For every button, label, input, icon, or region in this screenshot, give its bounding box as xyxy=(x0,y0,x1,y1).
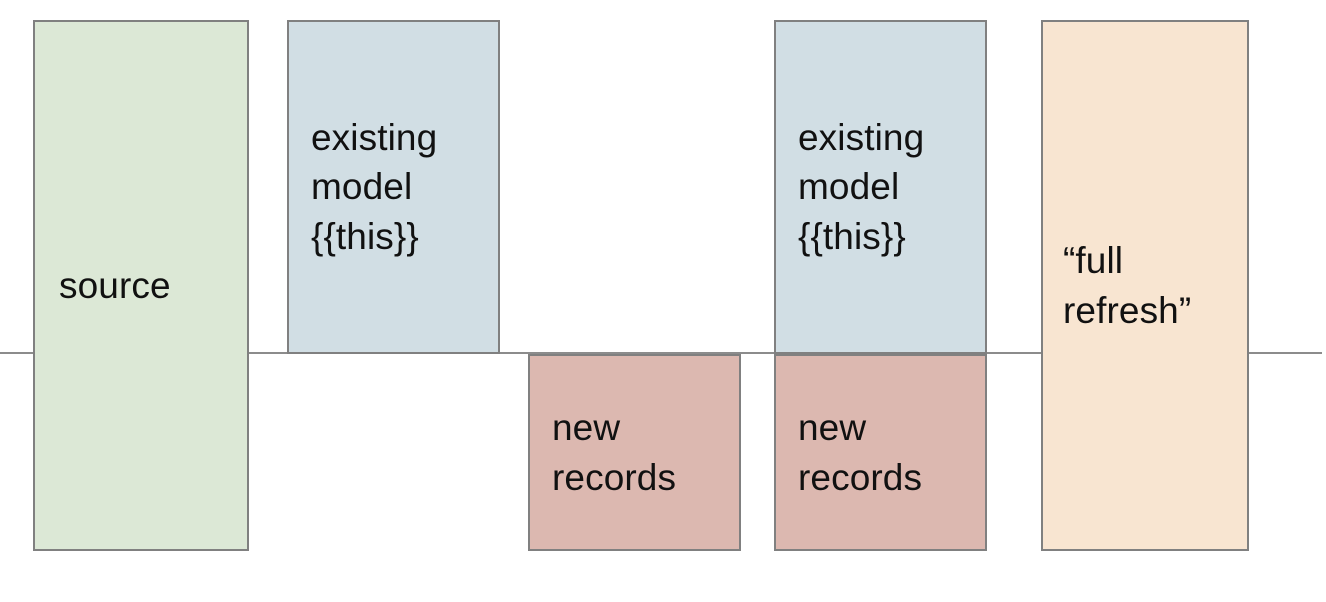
box-existing-model-right-label: existing model {{this}} xyxy=(798,117,925,257)
horizontal-divider-line xyxy=(0,352,1322,354)
box-new-records-stacked[interactable]: new records xyxy=(774,354,987,551)
box-full-refresh-label: “full refresh” xyxy=(1063,240,1192,331)
box-source[interactable]: source xyxy=(33,20,249,551)
box-existing-model-left-label: existing model {{this}} xyxy=(311,117,438,257)
box-new-records-standalone[interactable]: new records xyxy=(528,354,741,551)
box-new-records-stacked-label: new records xyxy=(798,407,923,498)
box-new-records-standalone-label: new records xyxy=(552,407,677,498)
box-existing-model-right[interactable]: existing model {{this}} xyxy=(774,20,987,354)
box-source-label: source xyxy=(59,264,171,306)
box-existing-model-left[interactable]: existing model {{this}} xyxy=(287,20,500,354)
box-full-refresh[interactable]: “full refresh” xyxy=(1041,20,1249,551)
